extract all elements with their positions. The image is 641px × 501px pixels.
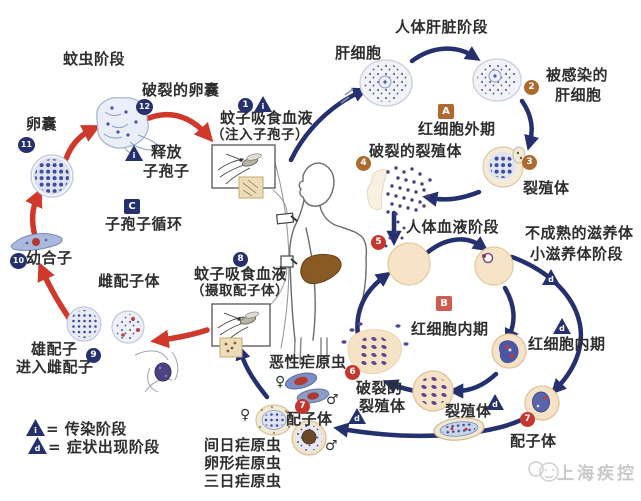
round-gametocyte-graphic: [291, 420, 327, 456]
bite-ingest-label-1: 蚊子吸食血液: [194, 265, 288, 283]
step-7-badge-left: 7: [295, 399, 310, 414]
male-gamete-label-2: 进入雌配子: [16, 358, 94, 376]
step-11-badge: 11: [18, 137, 35, 153]
immature-trophozoite-label-1: 不成熟的滋养体: [525, 224, 634, 242]
female-gametocyte-graphics: [66, 306, 145, 344]
oocyst-graphic: [30, 154, 74, 198]
male-symbol-2: ♂: [325, 438, 338, 454]
bite-inject-label-1: 蚊子吸食血液: [220, 109, 314, 127]
step-6-badge: 6: [345, 365, 360, 380]
step-4-badge: 4: [356, 156, 371, 171]
liver-cell-label: 肝细胞: [335, 44, 382, 62]
ruptured-liver-schizont-label: 破裂的裂殖体: [369, 142, 463, 160]
step-1-badge: 1: [238, 98, 253, 113]
exo-erythrocytic-label: 红细胞外期: [418, 120, 496, 138]
elongated-gametocyte-graphic: [433, 417, 485, 441]
infected-liver-cell-graphic: [472, 58, 522, 102]
ruptured-liver-schizont-graphic: [366, 166, 432, 249]
blood-stage-title: 人体血液阶段: [406, 218, 500, 236]
oocyst-label: 卵囊: [26, 115, 58, 133]
species-ovale-label: 卵形疟原虫: [204, 454, 282, 472]
ring-stage-cell-graphic: [474, 246, 514, 286]
liver-stage-title: 人体肝脏阶段: [395, 18, 489, 36]
watermark-text: 上海疾控: [557, 464, 637, 484]
step-5-badge: 5: [371, 235, 386, 250]
bite-inject-label-2: （注入子孢子）: [211, 127, 309, 143]
phase-a-badge: A: [438, 104, 454, 119]
ookinete-label: 幼合子: [26, 249, 73, 267]
trophozoite-cell-graphic: [491, 333, 527, 369]
step-7-badge-right: 7: [520, 412, 535, 427]
gametocyte-label-right: 配子体: [510, 432, 557, 450]
male-gamete-label-1: 雄配子: [31, 340, 78, 358]
phase-b-badge: B: [436, 296, 452, 311]
liver-schizont-graphic: [482, 146, 526, 188]
watermark-logo: [528, 461, 559, 482]
gametocyte-cell-graphic: [524, 385, 560, 421]
species-gametocyte-graphic: [255, 404, 293, 436]
legend-infective-label: = 传染阶段: [46, 420, 127, 438]
liver-schizont-label: 裂殖体: [523, 179, 570, 197]
erythrocytic-label-left: 红细胞内期: [411, 320, 489, 338]
species-vivax-label: 间日疟原虫: [204, 436, 282, 454]
phase-c-badge: C: [124, 199, 140, 214]
step-9-badge: 9: [86, 348, 101, 363]
liver-organ: [300, 253, 342, 285]
ruptured-oocyst-label: 破裂的卵囊: [142, 81, 220, 99]
ruptured-blood-schizont-label-1: 破裂的: [356, 379, 403, 397]
bite-site-markers: [275, 212, 298, 268]
female-symbol-falciparum: ♀: [275, 374, 286, 390]
infected-liver-cell-label-1: 被感染的: [546, 66, 609, 84]
ruptured-blood-schizont-graphic: [341, 322, 409, 375]
liver-cell-graphic: [340, 59, 413, 107]
falciparum-label: 恶性疟原虫: [269, 353, 347, 371]
ookinete-graphic: [10, 233, 63, 251]
red-cycle-arrows: [25, 112, 214, 349]
step-8-badge: 8: [233, 252, 248, 267]
exflagellation-graphic: [134, 350, 179, 393]
erythrocytic-label-right: 红细胞内期: [528, 335, 606, 353]
female-gametocyte-label: 雌配子体: [98, 272, 161, 290]
bite-ingest-label-2: （摄取配子体）: [191, 283, 289, 299]
blood-schizont-graphic: [412, 370, 454, 412]
legend-diagnostic-label: = 症状出现阶段: [48, 438, 160, 456]
male-symbol-1: ♂: [326, 392, 339, 408]
infected-liver-cell-label-2: 肝细胞: [555, 86, 602, 104]
step-3-badge: 3: [522, 155, 537, 170]
step-10-badge: 10: [10, 253, 27, 269]
ruptured-blood-schizont-label-2: 裂殖体: [359, 397, 406, 415]
ruptured-oocyst-graphic: [96, 97, 159, 161]
release-sporozoites-label-1: 释放: [151, 143, 183, 161]
step-12-badge: 12: [136, 99, 153, 115]
step-2-badge: 2: [524, 80, 539, 95]
release-sporozoites-label-2: 子孢子: [143, 162, 190, 180]
mosquito-bite-box-inject: [211, 144, 276, 199]
mosquito-bite-box-ingest: [211, 303, 271, 358]
female-symbol-species: ♀: [240, 407, 251, 423]
blood-schizont-label: 裂殖体: [445, 402, 492, 420]
falciparum-gametocyte-graphics: [284, 372, 330, 404]
mosquito-stage-title: 蚊虫阶段: [63, 50, 126, 68]
gametocyte-label-left: 配子体: [286, 410, 333, 428]
immature-trophozoite-label-2: 小滋养体阶段: [530, 245, 624, 263]
merozoite-entry-cell-graphic: [387, 242, 431, 286]
sporogonic-cycle-label: 子孢子循环: [105, 215, 183, 233]
species-malariae-label: 三日疟原虫: [204, 472, 282, 490]
